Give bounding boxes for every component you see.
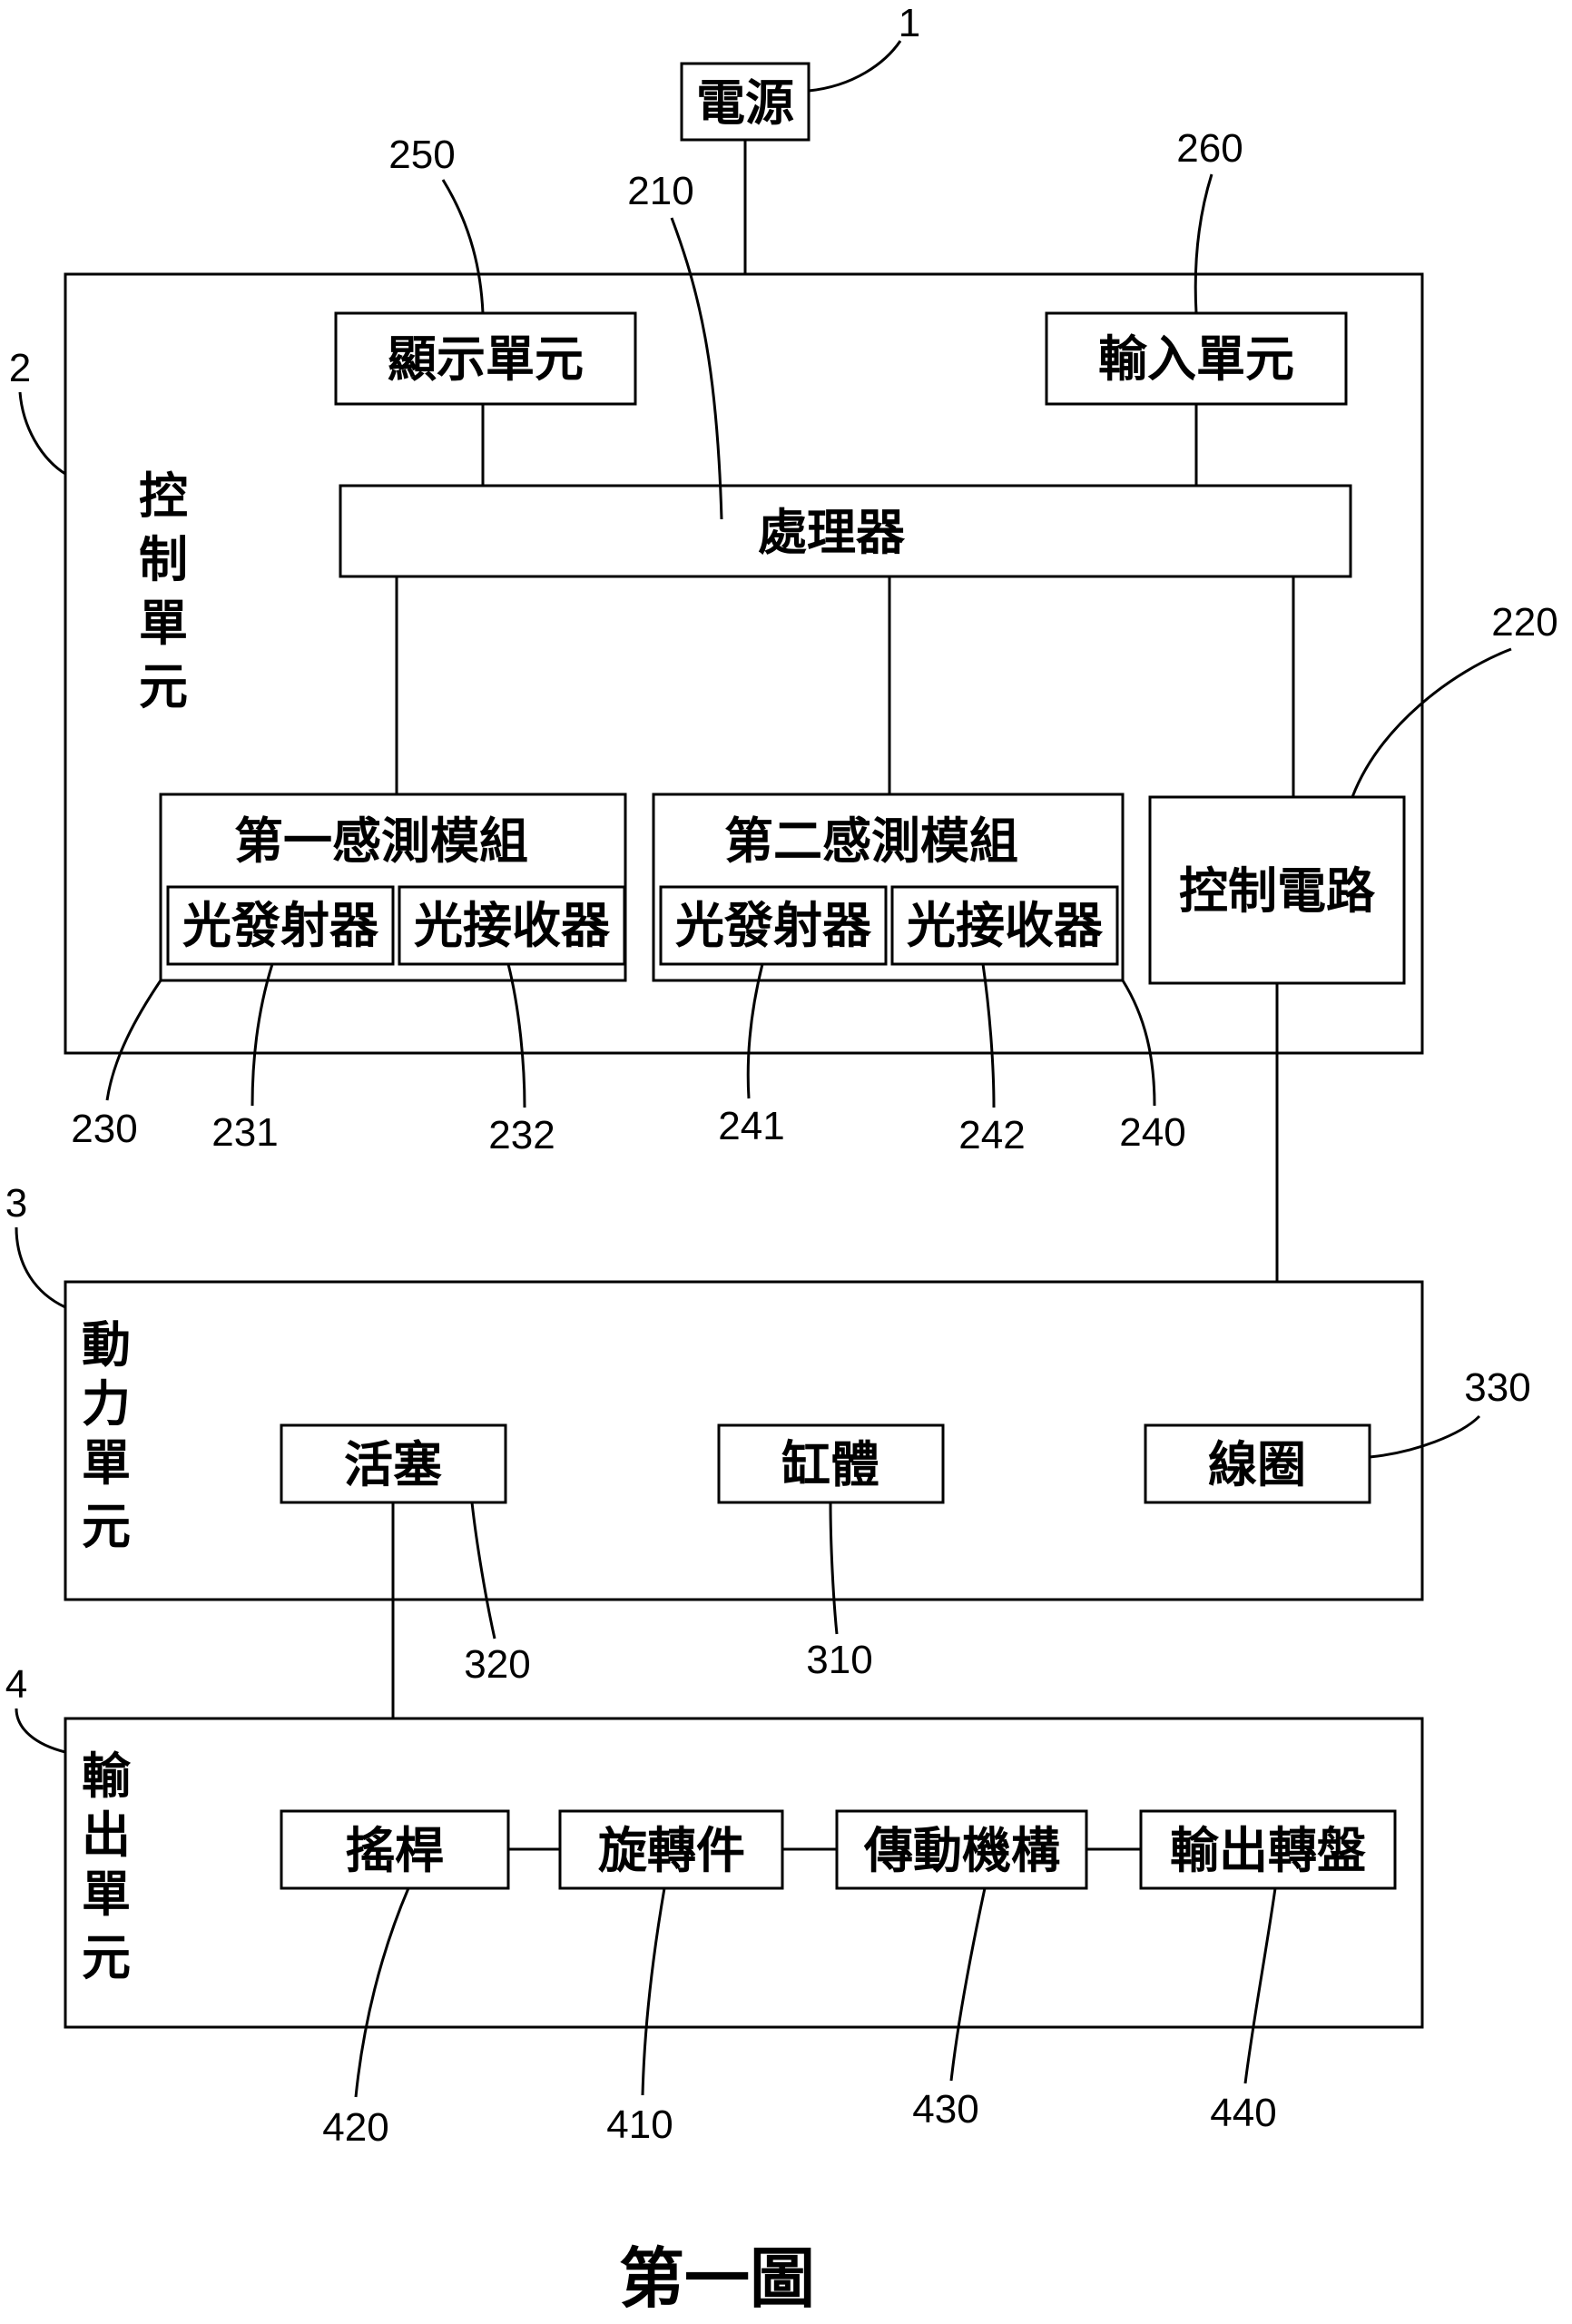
rotator-box bbox=[558, 1809, 784, 1890]
leader-430 bbox=[949, 1887, 987, 2082]
rocker-box bbox=[280, 1809, 510, 1890]
ref-220: 220 bbox=[1491, 600, 1557, 645]
input-unit-label: 輸入單元 bbox=[1098, 330, 1294, 388]
ref-2: 2 bbox=[9, 346, 31, 390]
ref-1: 1 bbox=[899, 1, 920, 45]
processor-box bbox=[339, 484, 1352, 578]
ref-4: 4 bbox=[5, 1662, 27, 1707]
transmission-box bbox=[835, 1809, 1088, 1890]
ref-3: 3 bbox=[5, 1181, 27, 1226]
svg-text:制: 制 bbox=[139, 531, 188, 588]
piston-box bbox=[280, 1423, 507, 1504]
svg-text:元: 元 bbox=[82, 1929, 131, 1986]
coil-box bbox=[1144, 1423, 1371, 1504]
svg-text:單: 單 bbox=[139, 595, 188, 652]
leader-410 bbox=[641, 1887, 666, 2096]
ref-231: 231 bbox=[211, 1110, 278, 1155]
svg-text:控: 控 bbox=[139, 468, 188, 525]
leader-232 bbox=[506, 963, 526, 1108]
leader-310 bbox=[829, 1502, 839, 1635]
display-unit-box bbox=[334, 311, 637, 406]
svg-text:出: 出 bbox=[82, 1807, 131, 1864]
leader-242 bbox=[981, 963, 996, 1108]
rocker-label: 搖桿 bbox=[346, 1822, 444, 1879]
ref-230: 230 bbox=[71, 1107, 137, 1151]
leader-1 bbox=[808, 40, 902, 93]
leader-231 bbox=[251, 963, 274, 1107]
ref-440: 440 bbox=[1210, 2091, 1276, 2135]
ref-260: 260 bbox=[1176, 126, 1243, 171]
ref-210: 210 bbox=[627, 169, 693, 213]
ref-242: 242 bbox=[958, 1113, 1025, 1157]
leader-230 bbox=[105, 980, 162, 1101]
processor-label: 處理器 bbox=[758, 504, 906, 561]
sensor1-emitter-label: 光發射器 bbox=[182, 897, 379, 954]
leader-320 bbox=[470, 1502, 496, 1640]
output-turntable-label: 輸出轉盤 bbox=[1170, 1822, 1366, 1879]
svg-text:力: 力 bbox=[82, 1375, 131, 1433]
leader-4 bbox=[15, 1708, 66, 1754]
power-source-label: 電源 bbox=[696, 74, 794, 132]
ref-420: 420 bbox=[322, 2105, 388, 2150]
leader-210 bbox=[670, 217, 723, 520]
leader-250 bbox=[441, 179, 485, 314]
leader-241 bbox=[746, 963, 764, 1099]
svg-text:元: 元 bbox=[82, 1498, 131, 1555]
cylinder-label: 缸體 bbox=[781, 1436, 879, 1493]
leader-3 bbox=[15, 1226, 66, 1309]
sensor2-emitter-box bbox=[659, 885, 888, 966]
ref-241: 241 bbox=[718, 1104, 784, 1148]
svg-text:單: 單 bbox=[82, 1434, 131, 1492]
sensor2-receiver-box bbox=[890, 885, 1119, 966]
leader-240 bbox=[1121, 980, 1156, 1107]
leader-220 bbox=[1351, 647, 1512, 798]
output-turntable-box bbox=[1139, 1809, 1397, 1890]
power-unit-title: 動 力 單 元 bbox=[82, 1316, 131, 1555]
sensor1-receiver-label: 光接收器 bbox=[414, 897, 611, 954]
figure-caption: 第一圖 bbox=[619, 2240, 815, 2317]
sensor2-receiver-label: 光接收器 bbox=[907, 897, 1104, 954]
leader-260 bbox=[1194, 173, 1213, 314]
svg-text:元: 元 bbox=[139, 658, 188, 715]
ref-330: 330 bbox=[1464, 1365, 1530, 1410]
svg-text:單: 單 bbox=[82, 1866, 131, 1923]
leader-440 bbox=[1243, 1887, 1277, 2084]
ref-240: 240 bbox=[1119, 1110, 1185, 1155]
sensor2-emitter-label: 光發射器 bbox=[675, 897, 872, 954]
control-circuit-label: 控制電路 bbox=[1179, 862, 1376, 920]
piston-label: 活塞 bbox=[344, 1436, 442, 1493]
ref-320: 320 bbox=[464, 1642, 530, 1687]
leader-330 bbox=[1369, 1414, 1481, 1459]
control-circuit-box bbox=[1148, 795, 1406, 985]
ref-410: 410 bbox=[606, 2102, 673, 2147]
svg-text:輸: 輸 bbox=[82, 1748, 132, 1805]
power-source-box bbox=[680, 62, 811, 142]
svg-text:動: 動 bbox=[82, 1316, 131, 1374]
ref-232: 232 bbox=[488, 1113, 555, 1157]
rotator-label: 旋轉件 bbox=[598, 1822, 745, 1879]
leader-420 bbox=[354, 1887, 410, 2098]
sensor1-receiver-box bbox=[398, 885, 626, 966]
sensor2-title: 第二感測模組 bbox=[724, 812, 1018, 870]
control-unit-title: 控 制 單 元 bbox=[139, 468, 188, 715]
display-unit-label: 顯示單元 bbox=[388, 330, 584, 388]
sensor1-emitter-box bbox=[166, 885, 395, 966]
ref-430: 430 bbox=[912, 2087, 978, 2132]
leader-2 bbox=[18, 391, 66, 476]
transmission-label: 傳動機構 bbox=[863, 1822, 1060, 1879]
output-unit-title: 輸 出 單 元 bbox=[82, 1748, 132, 1986]
sensor1-title: 第一感測模組 bbox=[234, 812, 528, 870]
input-unit-box bbox=[1045, 311, 1348, 406]
ref-310: 310 bbox=[806, 1638, 872, 1682]
ref-250: 250 bbox=[388, 133, 455, 177]
coil-label: 線圈 bbox=[1208, 1436, 1306, 1493]
